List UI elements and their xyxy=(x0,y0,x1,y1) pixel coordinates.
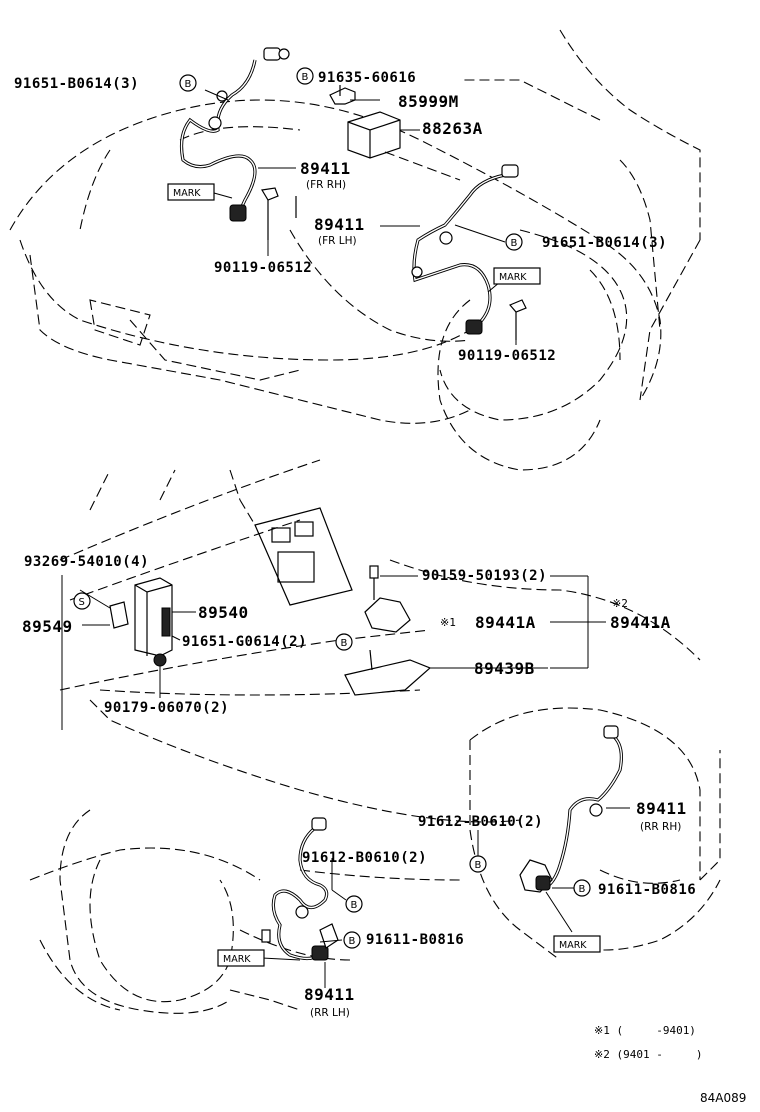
footnote-2: ※2 (9401 - ) xyxy=(594,1048,703,1061)
abs-ecu xyxy=(134,577,173,657)
mark-box-rr-lh: MARK xyxy=(217,949,265,967)
svg-text:B: B xyxy=(475,860,482,871)
front-body-outline xyxy=(9,29,701,471)
ref-mark-2: ※2 xyxy=(612,597,628,610)
label-rr-lh: (RR LH) xyxy=(310,1007,350,1019)
decel-sensor-bracket xyxy=(344,649,432,696)
label-90119-06512-right: 90119-06512 xyxy=(458,348,556,364)
label-91635-60616: 91635-60616 xyxy=(318,70,416,86)
label-91612-b0610-right: 91612-B0610(2) xyxy=(418,814,543,830)
figure-code: 84A089 xyxy=(700,1091,746,1105)
rr-lh-abs-sensor xyxy=(261,817,339,961)
circle-b-marker-3: B xyxy=(505,233,523,251)
label-91651-b0614-top-left: 91651-B0614(3) xyxy=(14,76,139,92)
label-88263a: 88263A xyxy=(422,119,483,138)
svg-text:MARK: MARK xyxy=(499,272,527,283)
svg-text:B: B xyxy=(579,884,586,895)
label-85999m: 85999M xyxy=(398,92,459,111)
label-89411-rr-lh: 89411 xyxy=(304,985,355,1004)
decel-sensor xyxy=(364,565,411,633)
label-89441a-right: 89441A xyxy=(610,613,671,632)
circle-b-marker-2: B xyxy=(296,67,314,85)
label-91651-b0614-right: 91651-B0614(3) xyxy=(542,235,667,251)
label-91612-b0610-left: 91612-B0610(2) xyxy=(302,850,427,866)
svg-text:MARK: MARK xyxy=(173,188,201,199)
label-fr-rh: (FR RH) xyxy=(306,179,346,191)
circle-s-marker: S xyxy=(73,592,91,610)
mark-box-rr-rh: MARK xyxy=(553,935,601,953)
svg-text:MARK: MARK xyxy=(559,940,587,951)
rear-body-outline xyxy=(29,699,721,1014)
fr-lh-abs-sensor xyxy=(411,164,527,340)
mark-box-fr-rh: MARK xyxy=(167,183,215,201)
fr-rh-abs-sensor xyxy=(179,47,297,240)
label-fr-lh: (FR LH) xyxy=(318,235,357,247)
circle-b-marker-7: B xyxy=(345,895,363,913)
label-90119-06512-left: 90119-06512 xyxy=(214,260,312,276)
label-89540: 89540 xyxy=(198,603,249,622)
interior-outline xyxy=(59,459,701,696)
abs-relay xyxy=(347,111,401,159)
svg-text:B: B xyxy=(185,79,192,90)
label-89411-fr-lh: 89411 xyxy=(314,215,365,234)
svg-text:B: B xyxy=(511,238,518,249)
ref-mark-1: ※1 xyxy=(440,616,456,629)
label-90159-50193: 90159-50193(2) xyxy=(422,568,547,584)
label-89411-rr-rh: 89411 xyxy=(636,799,687,818)
svg-text:S: S xyxy=(79,597,85,608)
ecu-bracket xyxy=(109,601,129,629)
svg-text:B: B xyxy=(341,638,348,649)
circle-b-marker-4: B xyxy=(335,633,353,651)
circle-b-marker-8: B xyxy=(343,931,361,949)
footnote-1: ※1 ( -9401) xyxy=(594,1024,696,1037)
label-91611-b0816-left: 91611-B0816 xyxy=(366,932,464,948)
label-89441a-mid: 89441A xyxy=(475,613,536,632)
label-89439b: 89439B xyxy=(474,659,535,678)
svg-text:B: B xyxy=(302,72,309,83)
rr-rh-abs-sensor xyxy=(519,725,623,893)
svg-text:B: B xyxy=(349,936,356,947)
circle-b-marker-1: B xyxy=(179,74,197,92)
svg-text:MARK: MARK xyxy=(223,954,251,965)
relay-bracket xyxy=(329,85,356,105)
label-93269-54010: 93269-54010(4) xyxy=(24,554,149,570)
ecu-nut xyxy=(153,653,167,667)
mark-box-fr-lh: MARK xyxy=(493,267,541,285)
svg-text:B: B xyxy=(351,900,358,911)
label-91611-b0816-right: 91611-B0816 xyxy=(598,882,696,898)
label-90179-06070: 90179-06070(2) xyxy=(104,700,229,716)
label-rr-rh: (RR RH) xyxy=(640,821,681,833)
circle-b-marker-5: B xyxy=(469,855,487,873)
label-89549: 89549 xyxy=(22,617,73,636)
circle-b-marker-6: B xyxy=(573,879,591,897)
label-89411-fr-rh: 89411 xyxy=(300,159,351,178)
label-91651-g0614: 91651-G0614(2) xyxy=(182,634,307,650)
